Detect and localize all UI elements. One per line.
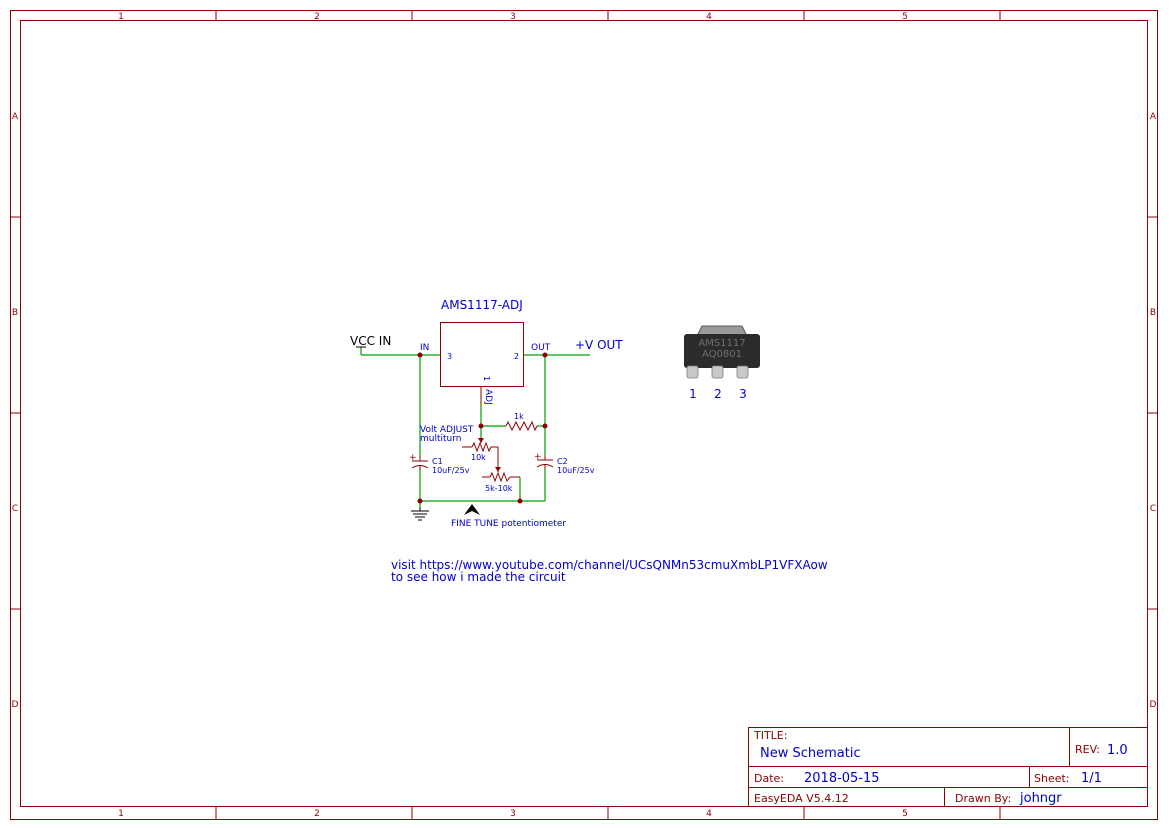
sheet-label: Sheet: <box>1034 772 1070 785</box>
ruler-right-a: A <box>1150 112 1157 122</box>
regulator-pin-adj-label: ADJ <box>483 389 493 405</box>
regulator-pin1-number: 1 <box>482 376 491 381</box>
ruler-top-4: 4 <box>706 12 712 22</box>
c1-plus: + <box>409 453 417 463</box>
ruler-right-b: B <box>1150 308 1156 318</box>
ruler-left-d: D <box>12 700 19 710</box>
v-out-label: +V OUT <box>575 338 623 352</box>
package-pin-1: 1 <box>689 387 697 401</box>
regulator-pin-out-label: OUT <box>531 343 551 353</box>
vcc-in-label: VCC IN <box>350 334 391 348</box>
title-block: TITLE: New Schematic REV: 1.0 Date: 2018… <box>748 727 1148 807</box>
package-lead-3 <box>736 365 749 379</box>
ruler-left-c: C <box>12 504 18 514</box>
date-value: 2018-05-15 <box>804 771 880 786</box>
regulator-pin-in-label: IN <box>420 343 429 353</box>
drawn-by-label: Drawn By: <box>955 792 1011 805</box>
ruler-top-5: 5 <box>902 12 908 22</box>
c1-value: 10uF/25v <box>432 466 470 475</box>
ruler-top-2: 2 <box>314 12 320 22</box>
wires <box>361 354 590 507</box>
ruler-bottom-2: 2 <box>314 809 320 819</box>
ruler-right-d: D <box>1150 700 1157 710</box>
regulator-circuit: VCC IN AMS1117-ADJ IN OUT 3 2 1 ADJ +V O… <box>350 298 828 584</box>
package-marking-2: AQ0801 <box>702 349 742 360</box>
drawn-by-value: johngr <box>1019 791 1062 806</box>
ruler-top-1: 1 <box>118 12 124 22</box>
c1-plate-bottom <box>411 465 429 469</box>
ruler-right-c: C <box>1150 504 1156 514</box>
c1-name: C1 <box>432 457 443 466</box>
fine-tune-label: FINE TUNE potentiometer <box>451 519 566 529</box>
package-lead-1 <box>686 365 699 379</box>
junction-dots <box>417 352 548 504</box>
date-label: Date: <box>754 772 784 785</box>
c2-plate-bottom <box>536 464 554 468</box>
r1-resistor <box>505 420 538 432</box>
package-body <box>684 334 760 368</box>
ruler-top-3: 3 <box>510 12 516 22</box>
title-label: TITLE: <box>753 729 787 742</box>
rev-value: 1.0 <box>1107 743 1128 758</box>
ruler-bottom-4: 4 <box>706 809 712 819</box>
volt-adjust-label-2: multiturn <box>420 434 461 444</box>
visit-note-line1: visit https://www.youtube.com/channel/UC… <box>391 558 828 572</box>
regulator-body <box>440 322 524 387</box>
c2-value: 10uF/25v <box>557 466 595 475</box>
title-value: New Schematic <box>760 746 861 761</box>
inner-border <box>20 20 1148 807</box>
package-pin-2: 2 <box>714 387 722 401</box>
volt-adjust-label: Volt ADJUST <box>420 425 474 435</box>
software-label: EasyEDA V5.4.12 <box>754 792 849 805</box>
package-marking-1: AMS1117 <box>698 338 745 349</box>
ruler-left-a: A <box>12 112 19 122</box>
ruler-left-b: B <box>12 308 18 318</box>
package-image: AMS1117 AQ0801 1 2 3 <box>684 325 760 401</box>
ruler-bottom-1: 1 <box>118 809 124 819</box>
rev-label: REV: <box>1075 743 1100 756</box>
pot2-wiper-arrow <box>495 467 501 472</box>
ruler-bottom-5: 5 <box>902 809 908 819</box>
pot1-value: 10k <box>471 453 486 462</box>
regulator-pin2-number: 2 <box>514 352 519 361</box>
pot1-wiper-arrow <box>478 438 484 443</box>
package-lead-2 <box>711 365 724 379</box>
ruler-ticks <box>11 11 1157 819</box>
pot2-value: 5k-10k <box>485 484 513 493</box>
r1-value: 1k <box>514 412 524 421</box>
pot1-resistor <box>471 441 492 453</box>
visit-note-line2: to see how i made the circuit <box>391 570 566 584</box>
sheet-value: 1/1 <box>1081 771 1102 786</box>
fine-tune-arrow-icon <box>464 504 480 515</box>
pot2-resistor <box>489 471 511 483</box>
package-pin-3: 3 <box>739 387 747 401</box>
c2-plus: + <box>534 452 542 462</box>
ruler-bottom-3: 3 <box>510 809 516 819</box>
c2-name: C2 <box>557 457 568 466</box>
regulator-name: AMS1117-ADJ <box>441 298 523 312</box>
ground-symbol <box>411 507 429 521</box>
outer-border <box>10 10 1158 820</box>
regulator-pin3-number: 3 <box>447 352 452 361</box>
